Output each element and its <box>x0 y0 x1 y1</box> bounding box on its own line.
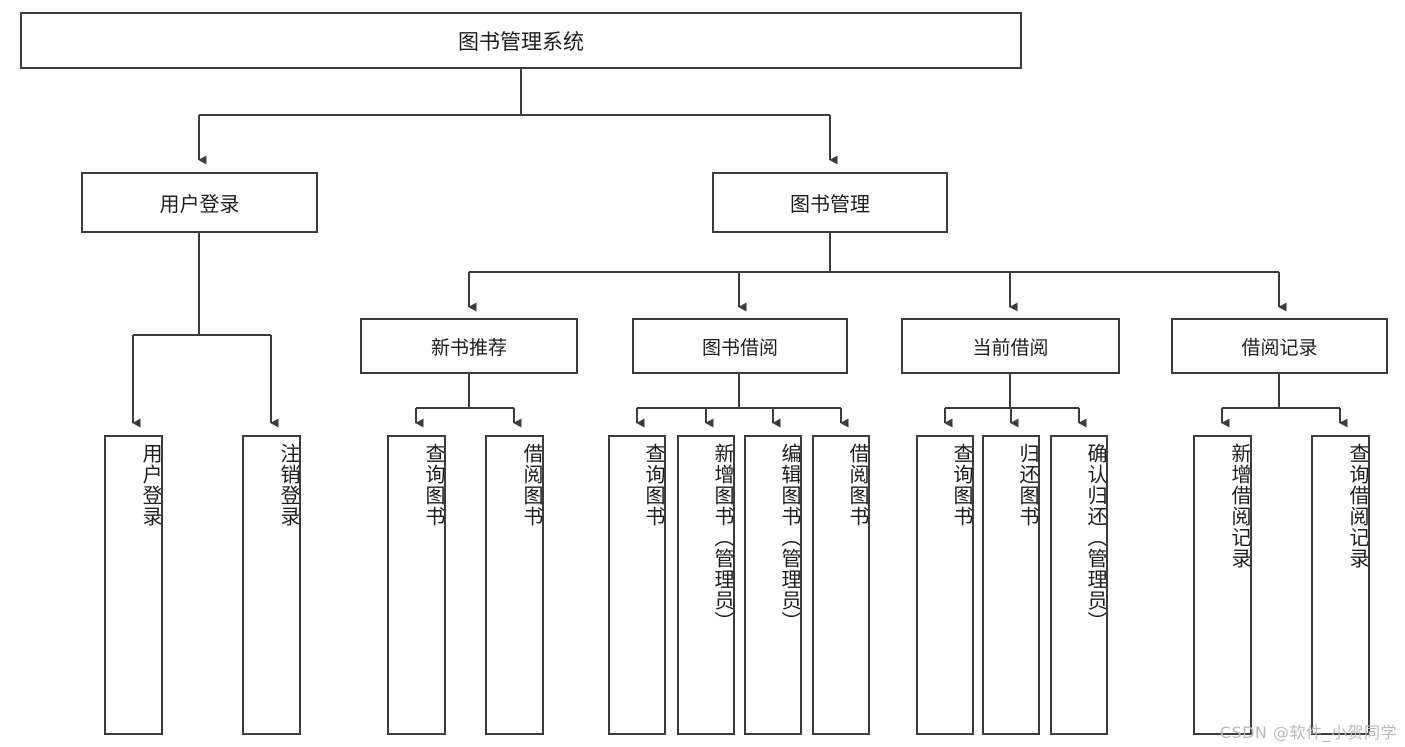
leaf-current-confirm-return-admin[interactable]: 确认归还（管理员） <box>1050 435 1108 735</box>
leaf-borrow-add-book-admin[interactable]: 新增图书（管理员） <box>677 435 735 735</box>
node-label: 确认归还（管理员） <box>1084 443 1108 632</box>
node-label: 归还图书 <box>1016 443 1040 527</box>
node-label: 新书推荐 <box>430 336 507 359</box>
node-label: 查询图书 <box>642 443 666 527</box>
leaf-recommend-query-book[interactable]: 查询图书 <box>387 435 446 735</box>
node-book-management[interactable]: 图书管理 <box>712 172 948 233</box>
node-new-book-recommend[interactable]: 新书推荐 <box>360 318 578 374</box>
leaf-borrow-borrow-book[interactable]: 借阅图书 <box>812 435 870 735</box>
leaf-current-return-book[interactable]: 归还图书 <box>982 435 1040 735</box>
node-label: 查询图书 <box>422 443 446 527</box>
leaf-borrow-query-book[interactable]: 查询图书 <box>608 435 666 735</box>
leaf-record-add-record[interactable]: 新增借阅记录 <box>1193 435 1252 735</box>
node-label: 借阅图书 <box>520 443 544 527</box>
node-user-login[interactable]: 用户登录 <box>81 172 318 233</box>
node-label: 图书管理 <box>790 192 870 216</box>
node-label: 编辑图书（管理员） <box>778 443 802 632</box>
leaf-user-login-login[interactable]: 用户登录 <box>104 435 163 735</box>
node-root-system[interactable]: 图书管理系统 <box>20 12 1022 69</box>
node-book-borrow[interactable]: 图书借阅 <box>632 318 848 374</box>
leaf-current-query-book[interactable]: 查询图书 <box>916 435 974 735</box>
node-label: 图书管理系统 <box>458 29 584 54</box>
leaf-user-login-logout[interactable]: 注销登录 <box>242 435 301 735</box>
node-label: 图书借阅 <box>701 336 778 359</box>
leaf-recommend-borrow-book[interactable]: 借阅图书 <box>485 435 544 735</box>
node-label: 用户登录 <box>159 192 240 216</box>
leaf-borrow-edit-book-admin[interactable]: 编辑图书（管理员） <box>744 435 802 735</box>
node-borrow-record[interactable]: 借阅记录 <box>1171 318 1388 374</box>
node-label: 查询借阅记录 <box>1346 443 1370 569</box>
node-label: 注销登录 <box>277 443 301 527</box>
node-label: 当前借阅 <box>972 336 1049 359</box>
node-label: 用户登录 <box>139 443 163 527</box>
node-label: 查询图书 <box>950 443 974 527</box>
node-label: 新增借阅记录 <box>1228 443 1252 569</box>
node-label: 借阅图书 <box>846 443 870 527</box>
node-label: 新增图书（管理员） <box>711 443 735 632</box>
leaf-record-query-record[interactable]: 查询借阅记录 <box>1311 435 1370 735</box>
node-current-borrow[interactable]: 当前借阅 <box>901 318 1120 374</box>
node-label: 借阅记录 <box>1241 336 1318 359</box>
